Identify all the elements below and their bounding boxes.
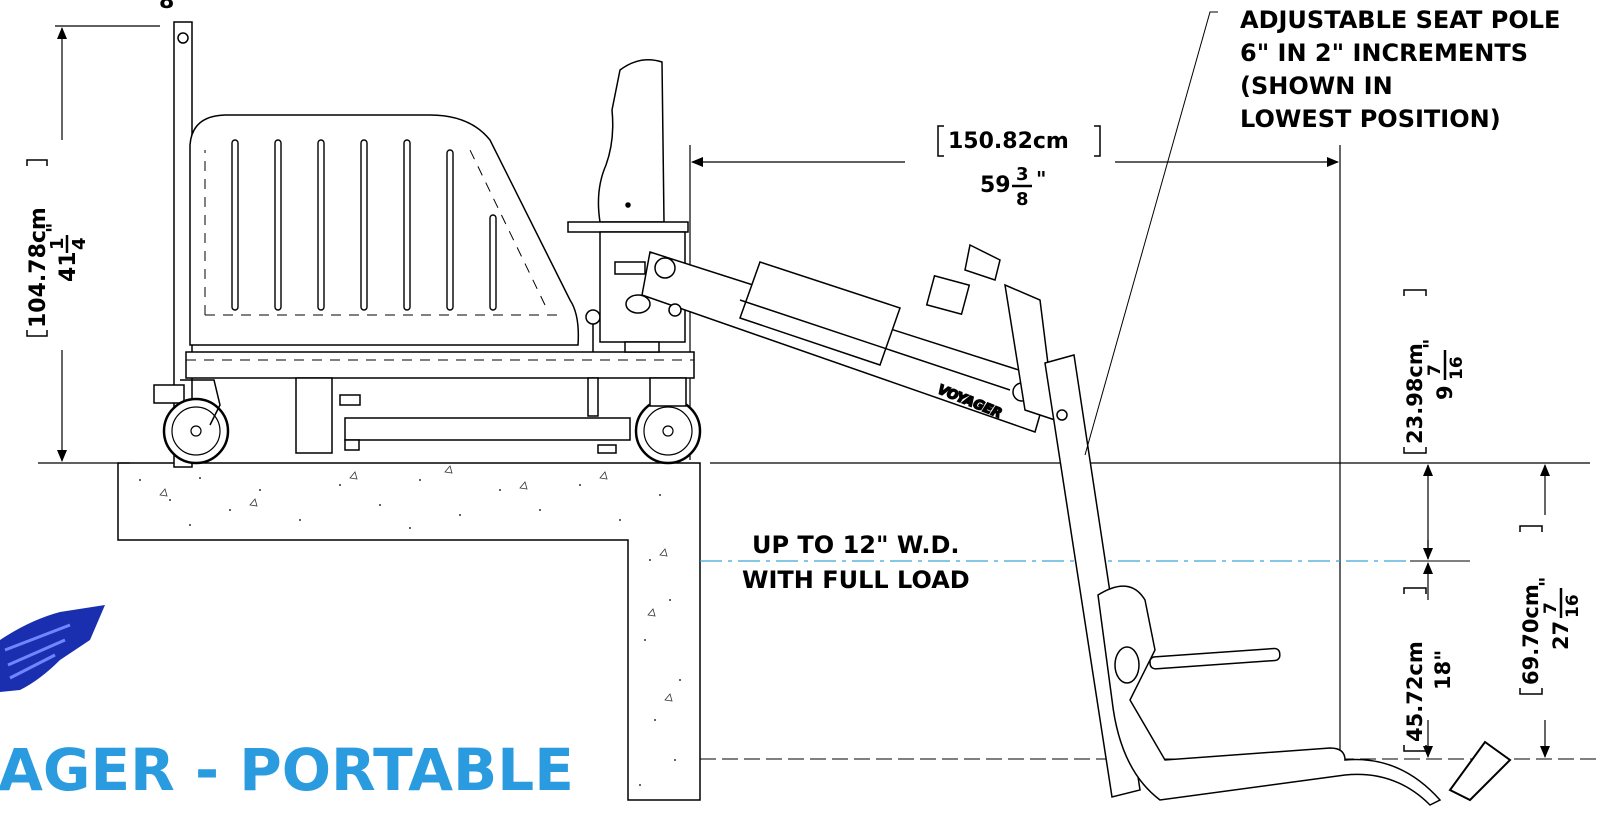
- product-title: AGER - PORTABLE: [0, 736, 574, 804]
- height-dimension: 104.78cm 41 1 4 ": [26, 159, 90, 337]
- concrete-aggregate: [159, 465, 673, 702]
- height-whole: 41: [56, 251, 81, 282]
- above-water-num: 7: [1425, 364, 1445, 376]
- chassis: [153, 309, 695, 454]
- above-water-dimension: 23.98cm 9 7 16 ": [1403, 289, 1467, 454]
- total-depth-unit: ": [1535, 577, 1559, 587]
- height-cm: 104.78cm: [26, 207, 51, 328]
- reach-dimension: 150.82cm 59 3 8 ": [937, 125, 1101, 210]
- battery-housing: [189, 114, 580, 346]
- seat-pole-line2: 6" IN 2" INCREMENTS: [1240, 39, 1528, 67]
- dimension-arrows: [57, 27, 1550, 758]
- seat-depth-cm: 45.72cm: [1403, 641, 1427, 742]
- concrete-speckle: [139, 477, 681, 786]
- height-num: 1: [47, 237, 68, 250]
- control-column: [567, 59, 689, 353]
- seat-pole-line3: (SHOWN IN: [1240, 72, 1393, 100]
- total-depth-den: 16: [1563, 594, 1583, 618]
- seat-pole-line4: LOWEST POSITION): [1240, 105, 1501, 133]
- lift-seat: [1097, 585, 1512, 806]
- height-den: 4: [69, 237, 90, 250]
- total-depth-cm: 69.70cm: [1519, 584, 1543, 685]
- reach-num: 3: [1016, 164, 1029, 185]
- seat-pole-note: ADJUSTABLE SEAT POLE 6" IN 2" INCREMENTS…: [1240, 6, 1560, 133]
- above-water-cm: 23.98cm: [1403, 343, 1427, 444]
- boom-arm: VOYAGER: [641, 243, 1056, 433]
- seat-pole-leader: [1084, 11, 1218, 456]
- water-line1: UP TO 12" W.D.: [752, 531, 960, 559]
- total-depth-dimension: 69.70cm 27 7 16 ": [1519, 525, 1583, 695]
- height-unit: ": [42, 223, 66, 233]
- seat-pole-line1: ADJUSTABLE SEAT POLE: [1240, 6, 1560, 34]
- front-wheel: [634, 377, 702, 465]
- above-water-den: 16: [1447, 356, 1467, 380]
- reach-den: 8: [1016, 189, 1029, 210]
- above-water-whole: 9: [1433, 385, 1457, 400]
- reach-cm: 150.82cm: [948, 129, 1069, 154]
- top-fraction-denominator: 8: [159, 0, 174, 14]
- voyager-logo-mark: [0, 605, 105, 692]
- water-line2: WITH FULL LOAD: [742, 566, 970, 594]
- water-depth-note: UP TO 12" W.D. WITH FULL LOAD: [742, 531, 970, 594]
- seat-depth-dimension: 45.72cm 18": [1403, 587, 1455, 752]
- rear-wheel: [162, 379, 230, 465]
- pool-deck: [117, 462, 701, 801]
- above-water-unit: ": [1419, 339, 1443, 349]
- reach-whole: 59: [980, 173, 1011, 198]
- total-depth-num: 7: [1541, 602, 1561, 614]
- total-depth-whole: 27: [1549, 621, 1573, 650]
- seat-depth-in: 18": [1431, 650, 1455, 690]
- reach-unit: ": [1036, 167, 1046, 191]
